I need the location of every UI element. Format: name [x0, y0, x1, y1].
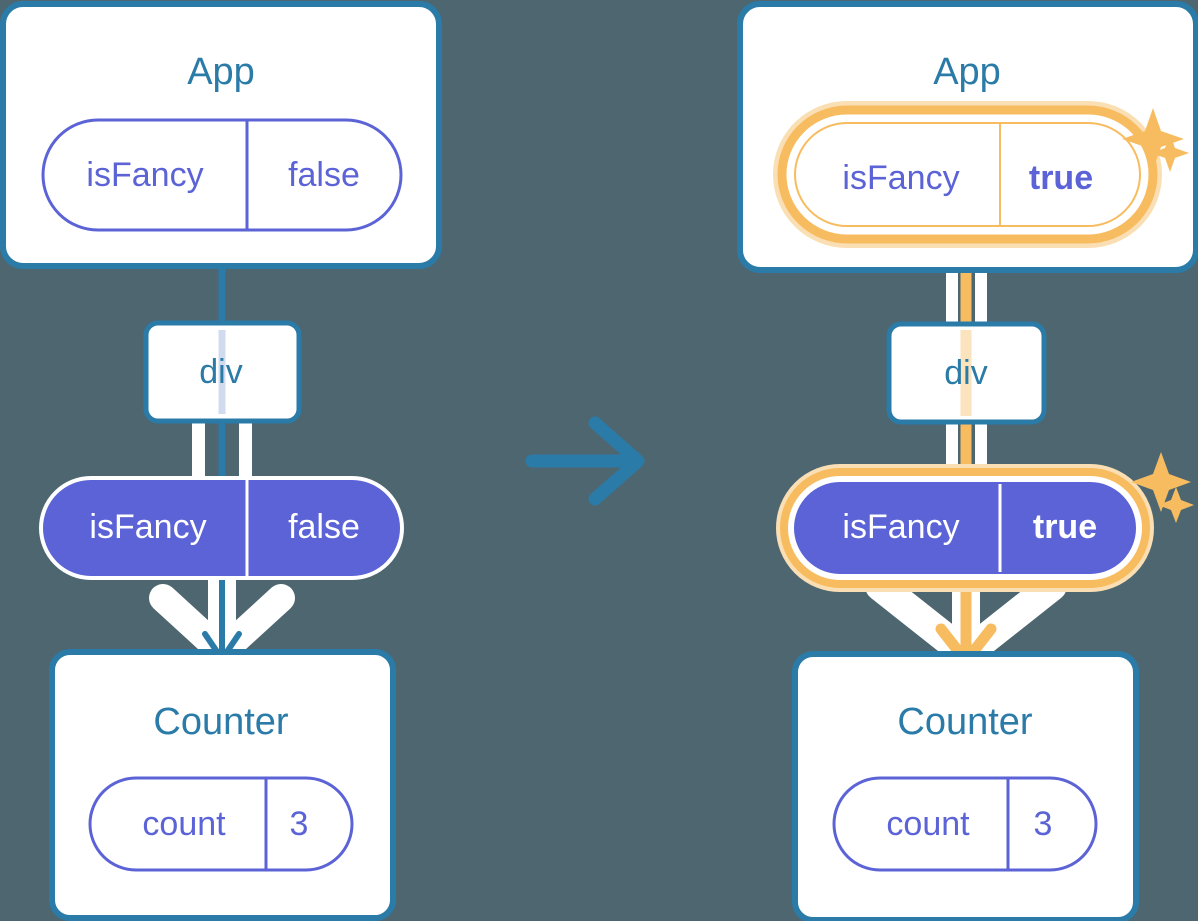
panel-after: App isFancy true div — [737, 1, 1198, 921]
pill-counter-before-key: count — [142, 805, 226, 843]
transition-arrow — [525, 416, 645, 506]
card-app-before-title: App — [187, 51, 255, 93]
pill-app-after-key: isFancy — [842, 159, 959, 197]
pill-counter-before — [88, 776, 354, 872]
pill-counter-after-key: count — [886, 805, 970, 843]
pill-app-before — [41, 118, 403, 232]
pill-app-before-key: isFancy — [86, 156, 203, 194]
sparkle-app-pill — [1122, 108, 1184, 170]
pill-app-after-value: true — [1029, 159, 1093, 197]
pill-prop-after-key: isFancy — [842, 508, 959, 546]
card-counter-before-title: Counter — [153, 701, 289, 743]
pill-prop-before-body — [39, 476, 404, 580]
pill-prop-before-key: isFancy — [89, 508, 206, 546]
card-counter-after: Counter count 3 — [792, 651, 1139, 921]
pill-counter-after — [832, 776, 1098, 872]
node-div-after-label: div — [944, 354, 987, 392]
pill-prop-before: isFancy false — [39, 476, 404, 580]
card-app-after: App isFancy true — [737, 1, 1198, 273]
card-app-after-title: App — [933, 51, 1001, 93]
node-div-before-label: div — [199, 353, 242, 391]
pill-app-after — [794, 122, 1141, 227]
card-counter-after-title: Counter — [897, 701, 1033, 743]
pill-app-before-value: false — [288, 156, 360, 194]
sparkle-app-pill-small — [1151, 134, 1189, 172]
panel-before: App isFancy false div isFancy false Coun… — [0, 1, 442, 921]
pill-counter-after-value: 3 — [1034, 805, 1053, 843]
node-div-before: div — [143, 320, 302, 424]
pill-prop-after: isFancy true — [776, 464, 1154, 592]
pill-counter-before-value: 3 — [290, 805, 309, 843]
card-app-before: App isFancy false — [0, 1, 442, 269]
node-div-after: div — [886, 321, 1047, 425]
sparkle-prop-pill — [1131, 452, 1191, 512]
pill-prop-after-value: true — [1033, 508, 1097, 546]
pill-prop-after-body — [794, 482, 1136, 574]
pill-prop-before-value: false — [288, 508, 360, 546]
card-counter-before: Counter count 3 — [49, 649, 396, 921]
sparkle-prop-pill-small — [1158, 487, 1194, 523]
